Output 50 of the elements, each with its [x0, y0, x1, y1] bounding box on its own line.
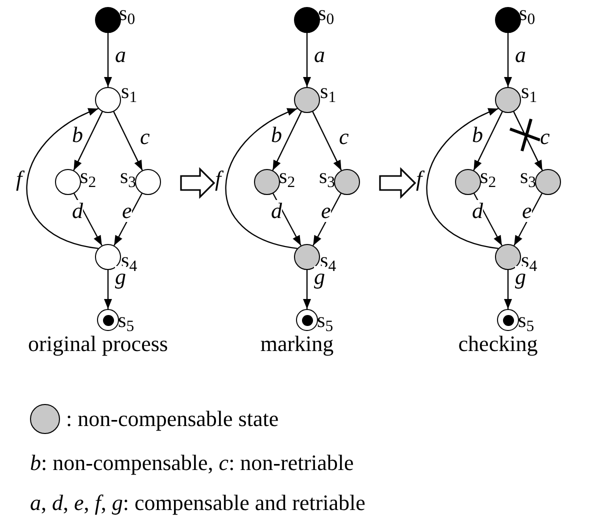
- state-label: s$_{0}$: [519, 3, 536, 24]
- state-label: s$_{5}$: [518, 310, 534, 331]
- arrow: [303, 270, 311, 309]
- legend-text: : non-compensable state: [66, 408, 279, 430]
- state-label: s$_{5}$: [317, 310, 334, 331]
- state-label: s$_{0}$: [318, 3, 334, 24]
- arrow: [272, 111, 302, 171]
- arrow: [514, 193, 542, 246]
- edge-label: g: [314, 266, 325, 288]
- arrow: [73, 111, 103, 171]
- edge-label: g: [115, 266, 126, 288]
- hollow-arrow: [379, 167, 416, 199]
- state-label: s$_{1}$: [121, 81, 138, 102]
- edge-label: g: [515, 266, 526, 288]
- edge-label: f: [416, 168, 422, 190]
- edge-label: f: [16, 168, 22, 190]
- state-label: s$_{2}$: [480, 166, 496, 187]
- state-label: s$_{3}$: [520, 166, 536, 187]
- arrow: [113, 111, 143, 171]
- arrow: [474, 193, 502, 246]
- state-label: s$_{2}$: [279, 166, 296, 187]
- state-label: s$_{0}$: [119, 3, 136, 24]
- arrow: [312, 111, 342, 171]
- state-label: s$_{1}$: [521, 81, 538, 102]
- arrow: [114, 193, 142, 246]
- arrow: [473, 111, 503, 171]
- arrow: [504, 33, 512, 87]
- state-label: s$_{3}$: [120, 166, 136, 187]
- arrow: [513, 111, 543, 171]
- panel-title: checking: [457, 331, 539, 358]
- arrow: [104, 33, 112, 87]
- arrow: [272, 193, 302, 246]
- panel-title: original process: [27, 331, 169, 358]
- arrow: [104, 270, 112, 309]
- panel-title: marking: [259, 331, 335, 358]
- arrow: [26, 108, 98, 249]
- arrow: [312, 193, 342, 246]
- state-label: s$_{5}$: [118, 310, 134, 331]
- state-label: s$_{3}$: [318, 166, 335, 187]
- arrow: [225, 108, 298, 249]
- arrow: [504, 270, 512, 309]
- note: b: non-compensable, c: non-retriable: [30, 452, 354, 474]
- note: a, d, e, f, g: compensable and retriable: [30, 492, 366, 514]
- edge-label: f: [215, 168, 222, 190]
- arrow: [74, 193, 102, 246]
- state-label: s$_{2}$: [80, 166, 96, 187]
- hollow-arrow: [180, 167, 216, 199]
- arrow: [426, 108, 498, 249]
- state-label: s$_{1}$: [320, 81, 336, 102]
- arrow: [303, 33, 311, 87]
